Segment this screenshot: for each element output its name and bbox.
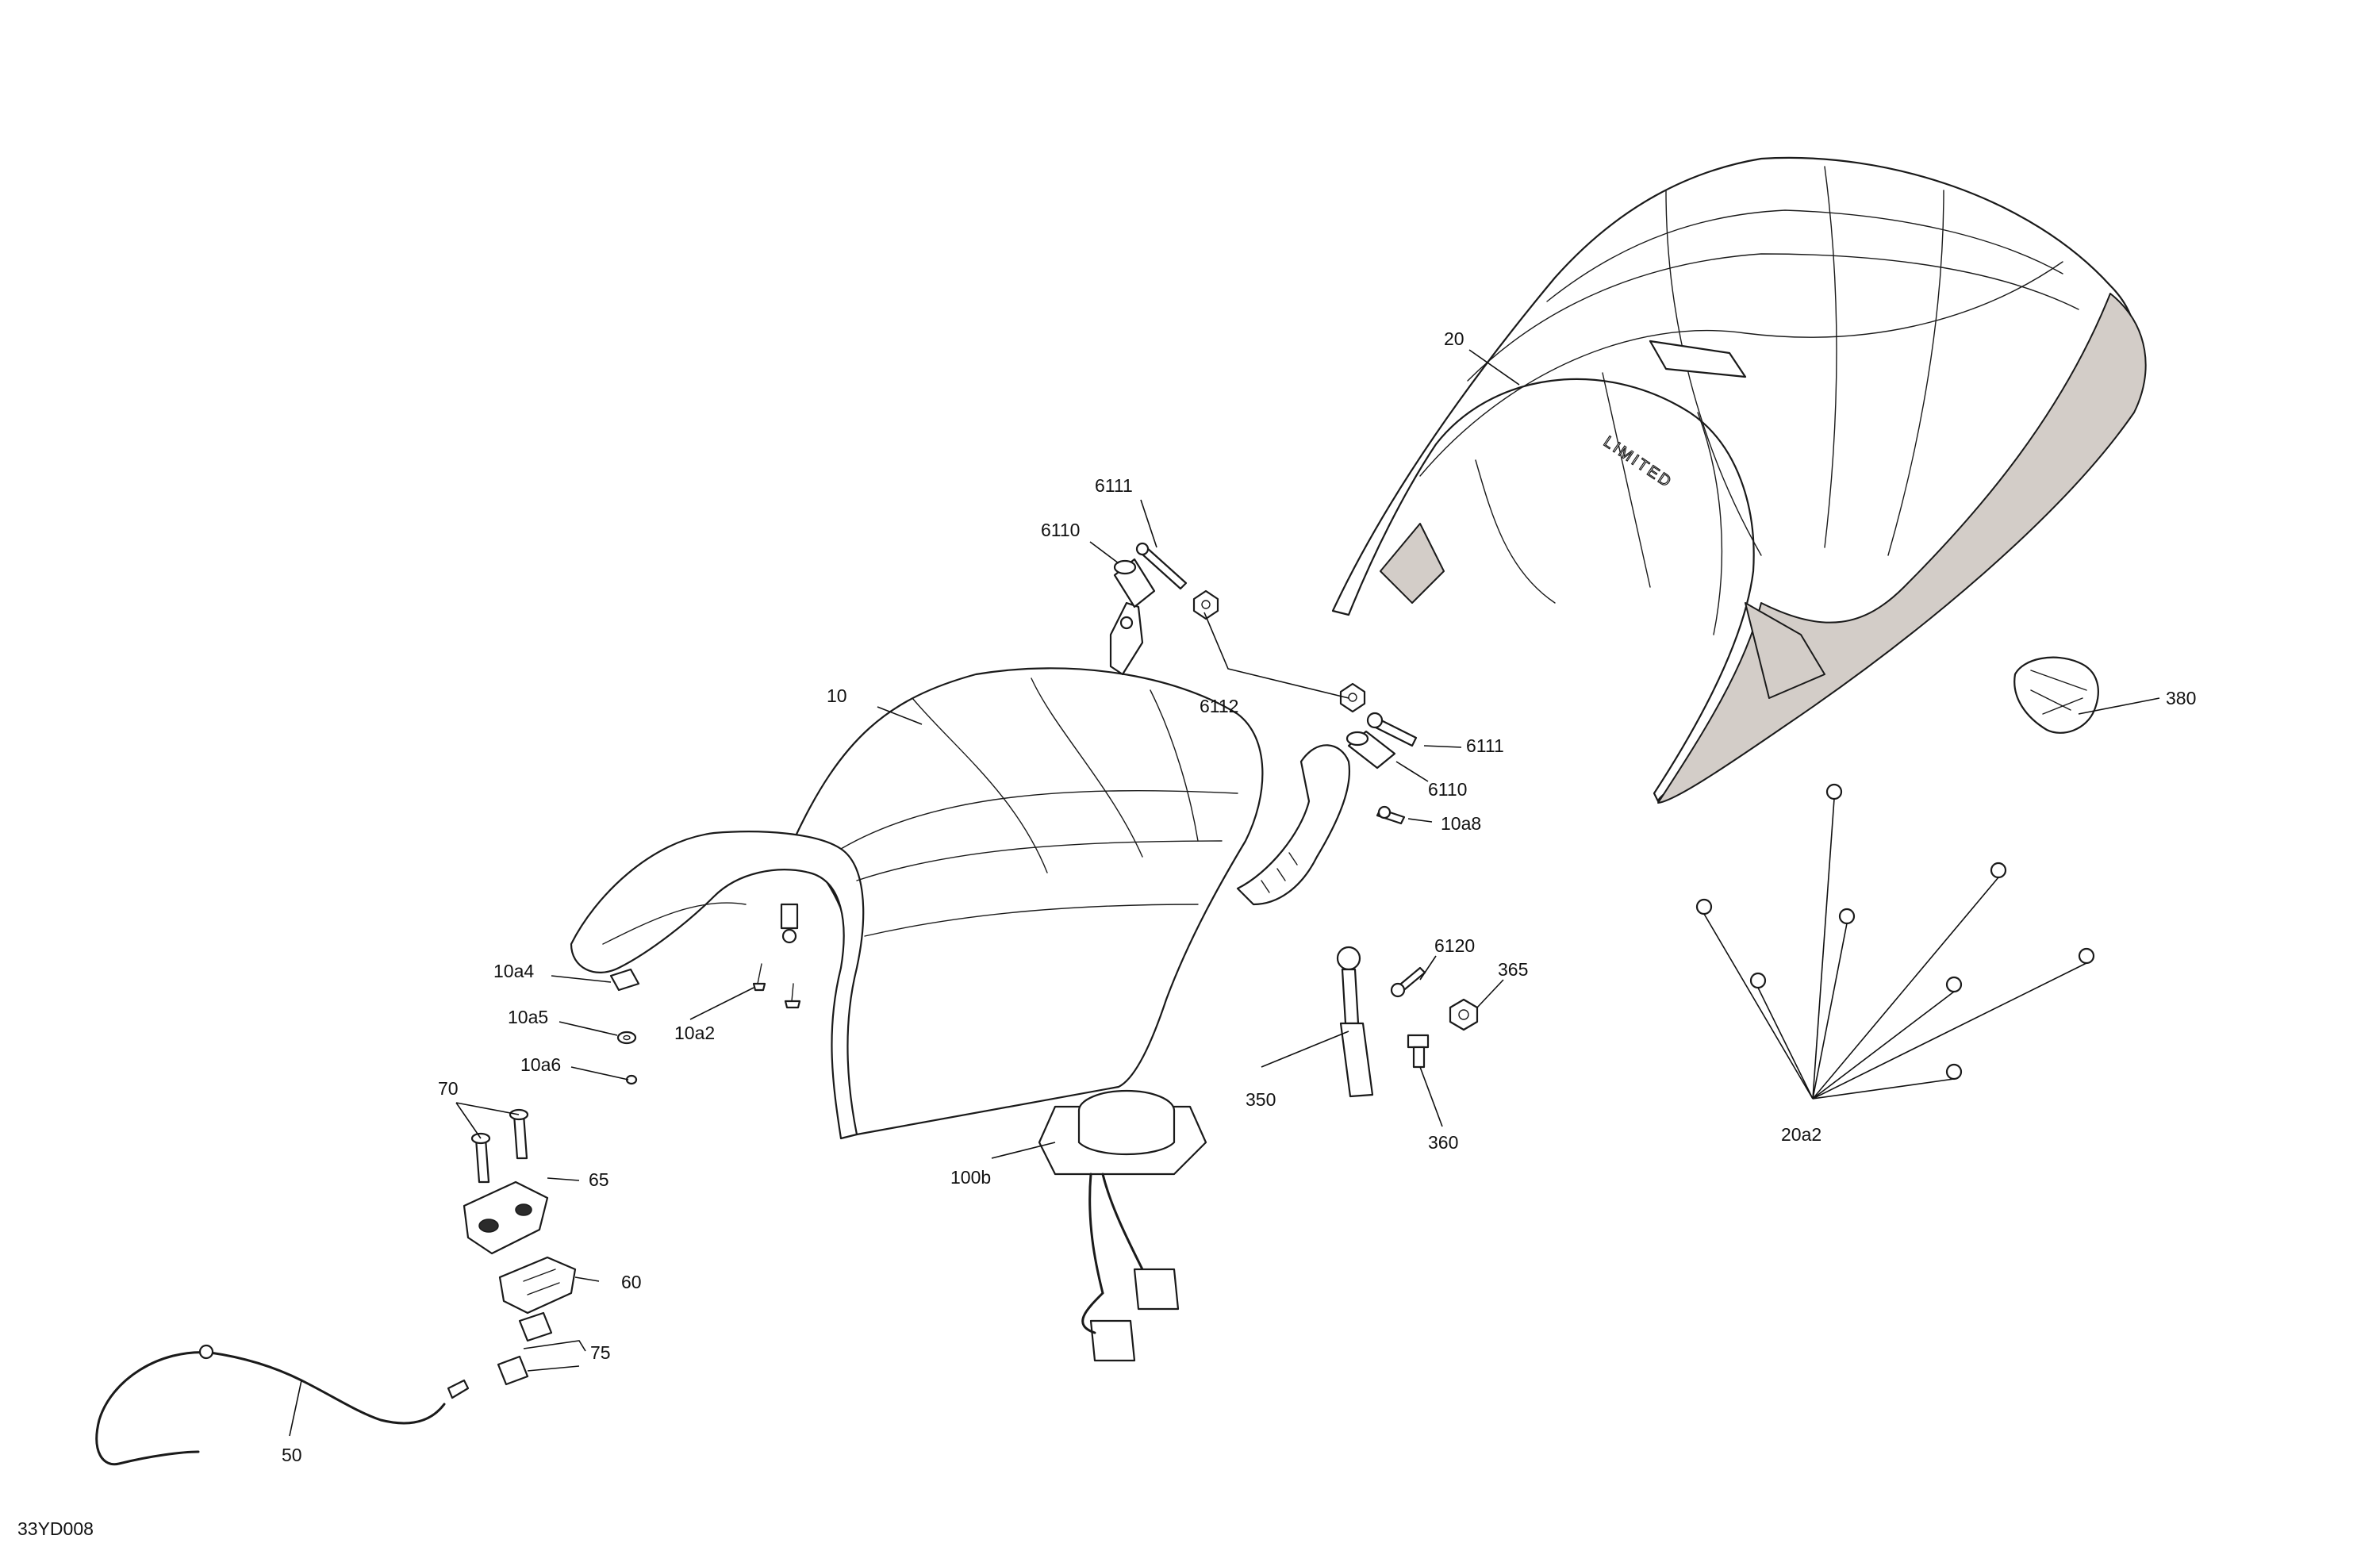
fastener-6111b — [1366, 712, 1418, 747]
callout-50: 50 — [282, 1445, 302, 1465]
callout-10a4: 10a4 — [493, 961, 534, 981]
nut-6112a — [1192, 589, 1219, 620]
callout-20: 20 — [1444, 328, 1464, 349]
callout-6120: 6120 — [1434, 935, 1475, 956]
callout-10a6: 10a6 — [520, 1054, 561, 1075]
screw-10a2a — [752, 963, 766, 992]
washer-10a5 — [616, 1031, 637, 1045]
backrest-pad-part-380 — [2013, 656, 2099, 734]
callout-10a2: 10a2 — [674, 1023, 715, 1043]
callout-6110-lower: 6110 — [1428, 779, 1467, 800]
fastener-6111a — [1135, 542, 1188, 590]
release-cable-part-50 — [95, 1344, 470, 1466]
front-seat-part-10 — [570, 601, 1350, 1140]
nut-6112b — [1339, 682, 1366, 713]
screw-6120 — [1390, 966, 1426, 998]
callout-6111-upper: 6111 — [1095, 475, 1133, 496]
screw-10a2b — [784, 983, 801, 1009]
callout-100b: 100b — [950, 1167, 991, 1188]
spacer-6110b — [1345, 730, 1396, 770]
stud-360 — [1407, 1034, 1430, 1069]
callout-350: 350 — [1246, 1089, 1276, 1110]
callout-6110-upper: 6110 — [1041, 520, 1080, 540]
screw-10a8 — [1376, 805, 1406, 825]
callout-10a5: 10a5 — [508, 1007, 548, 1027]
callout-6111-lower: 6111 — [1466, 735, 1504, 756]
diagram-reference-code: 33YD008 — [17, 1518, 94, 1539]
latch-part-60 — [498, 1256, 577, 1315]
callout-70: 70 — [438, 1078, 459, 1099]
bolts-part-70 — [470, 1108, 529, 1184]
callout-20a2: 20a2 — [1781, 1124, 1821, 1145]
callout-75: 75 — [590, 1342, 611, 1363]
callout-10a8: 10a8 — [1441, 813, 1481, 834]
callout-360: 360 — [1428, 1132, 1458, 1153]
latch-bracket-part-65 — [463, 1180, 549, 1255]
callout-6112: 6112 — [1200, 696, 1238, 716]
bumpers-part-20a2 — [1695, 783, 2095, 1080]
callout-365: 365 — [1498, 959, 1528, 980]
callout-65: 65 — [589, 1169, 609, 1190]
sensor-part-100b — [1038, 1089, 1207, 1362]
leader-lines — [289, 349, 2160, 1437]
seat-logo-text: LIMITED — [1600, 433, 1676, 492]
callout-60: 60 — [621, 1272, 642, 1292]
callout-380: 380 — [2166, 688, 2196, 708]
gas-strut-part-350 — [1336, 946, 1374, 1098]
callout-10: 10 — [827, 685, 847, 706]
nut-365 — [1449, 998, 1479, 1031]
clips-part-75 — [497, 1311, 553, 1386]
spacer-6110a — [1113, 558, 1156, 608]
clip-10a4 — [609, 968, 640, 992]
